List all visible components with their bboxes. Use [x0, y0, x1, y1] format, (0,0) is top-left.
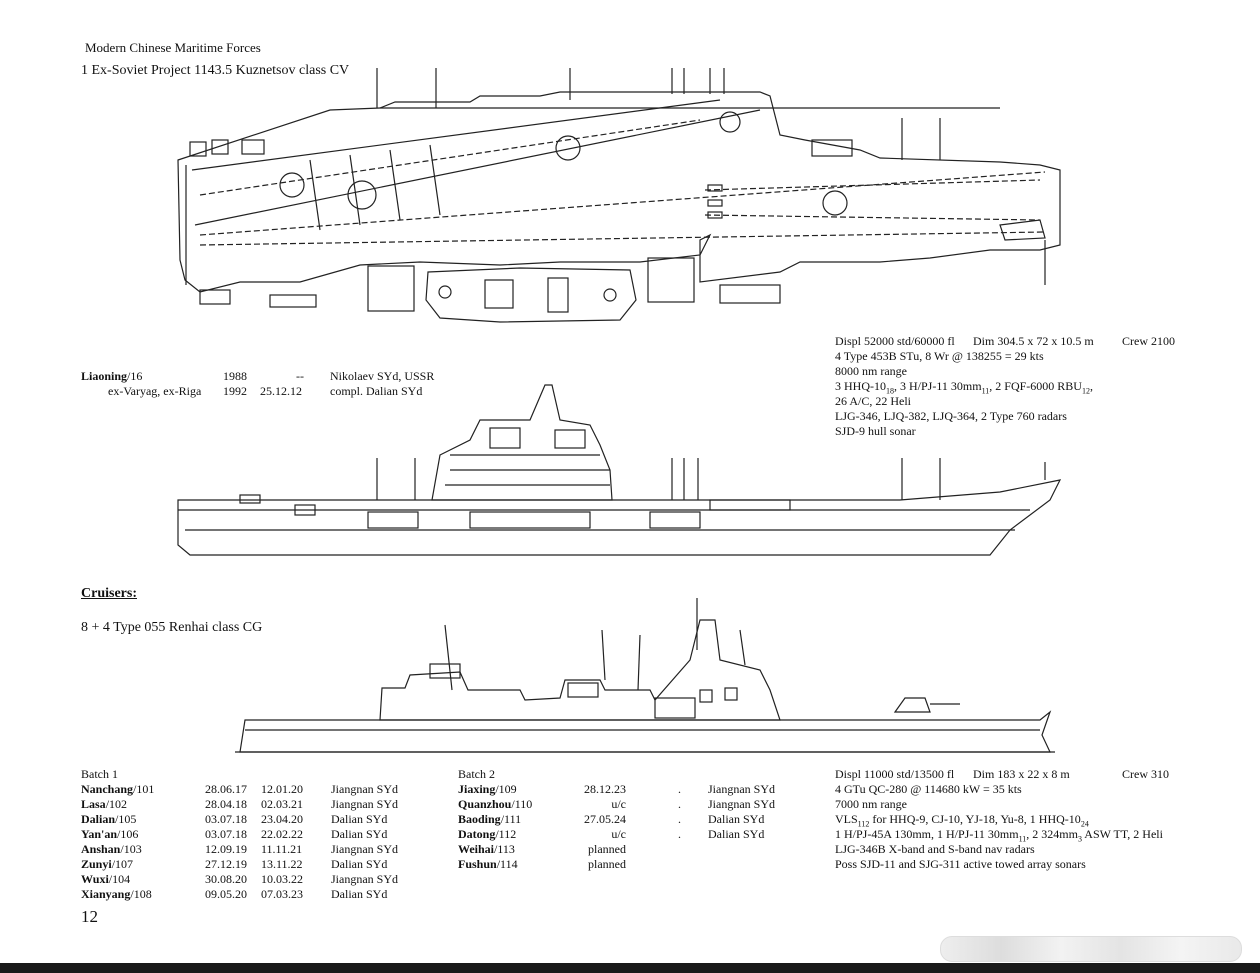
- carrier-class-title: 1 Ex-Soviet Project 1143.5 Kuznetsov cla…: [81, 63, 350, 78]
- carrier-range: 8000 nm range: [835, 364, 907, 378]
- batch2-label: Batch 2: [458, 767, 495, 781]
- ship-pennant: /16: [127, 369, 143, 383]
- scroll-handle[interactable]: [940, 936, 1242, 962]
- cruiser-ship-name: Dalian/105: [81, 812, 137, 826]
- cruiser-ship-laid: 28.12.23: [584, 782, 626, 796]
- cruiser-ship-name: Weihai/113: [458, 842, 515, 856]
- cruiser-ship-commission: 07.03.23: [261, 887, 303, 901]
- cruiser-ship-yard: Jiangnan SYd: [708, 797, 775, 811]
- cruiser-ship-yard: Jiangnan SYd: [708, 782, 775, 796]
- ship-commission: --: [296, 369, 304, 383]
- carrier-ship-row: Liaoning/16: [81, 369, 142, 384]
- batch1-label: Batch 1: [81, 767, 118, 781]
- cruiser-ship-commission: .: [678, 797, 681, 811]
- cruiser-ship-commission: 13.11.22: [261, 857, 303, 871]
- cruiser-ship-yard: Dalian SYd: [708, 827, 765, 841]
- carrier-propulsion: 4 Type 453B STu, 8 Wr @ 138255 = 29 kts: [835, 349, 1044, 363]
- cruiser-ship-laid: 03.07.18: [205, 827, 247, 841]
- cruiser-range: 7000 nm range: [835, 797, 907, 811]
- cruiser-ship-name: Jiaxing/109: [458, 782, 517, 796]
- cruiser-ship-commission: 11.11.21: [261, 842, 303, 856]
- cruiser-ship-laid: 27.05.24: [584, 812, 626, 826]
- cruiser-ship-yard: Jiangnan SYd: [331, 872, 398, 886]
- carrier-radars: LJG-346, LJQ-382, LJQ-364, 2 Type 760 ra…: [835, 409, 1067, 423]
- cruiser-ship-name: Fushun/114: [458, 857, 518, 871]
- page-number: 12: [81, 907, 98, 926]
- cruiser-ship-commission: 12.01.20: [261, 782, 303, 796]
- cruiser-vls: VLS112 for HHQ-9, CJ-10, YJ-18, Yu-8, 1 …: [835, 812, 1089, 829]
- carrier-profile-drawing: [177, 384, 1062, 556]
- cruiser-ship-commission: 02.03.21: [261, 797, 303, 811]
- cruiser-ship-commission: .: [678, 812, 681, 826]
- cruiser-ship-yard: Jiangnan SYd: [331, 797, 398, 811]
- cruiser-ship-laid: 03.07.18: [205, 812, 247, 826]
- cruiser-crew: Crew 310: [1122, 767, 1169, 781]
- cruiser-propulsion: 4 GTu QC-280 @ 114680 kW = 35 kts: [835, 782, 1022, 796]
- cruiser-ship-laid: 27.12.19: [205, 857, 247, 871]
- ship-year: 1988: [223, 369, 247, 383]
- ship-yard: Nikolaev SYd, USSR: [330, 369, 435, 383]
- section-header: Modern Chinese Maritime Forces: [85, 40, 261, 55]
- cruiser-ship-yard: Jiangnan SYd: [331, 842, 398, 856]
- ship-year: 1992: [223, 384, 247, 398]
- cruiser-ship-name: Datong/112: [458, 827, 517, 841]
- cruiser-ship-commission: .: [678, 782, 681, 796]
- carrier-armament: 3 HHQ-1018, 3 H/PJ-11 30mm11, 2 FQF-6000…: [835, 379, 1093, 396]
- cruiser-ship-name: Zunyi/107: [81, 857, 134, 871]
- cruiser-ship-commission: 23.04.20: [261, 812, 303, 826]
- cruiser-ship-laid: planned: [588, 842, 626, 856]
- cruiser-ship-name: Anshan/103: [81, 842, 142, 856]
- cruiser-ship-yard: Dalian SYd: [331, 812, 388, 826]
- cruiser-ship-commission: 10.03.22: [261, 872, 303, 886]
- cruiser-class-title: 8 + 4 Type 055 Renhai class CG: [81, 620, 263, 635]
- ship-commission: 25.12.12: [260, 384, 302, 398]
- cruiser-ship-yard: Dalian SYd: [331, 887, 388, 901]
- cruiser-ship-name: Lasa/102: [81, 797, 128, 811]
- ship-yard: compl. Dalian SYd: [330, 384, 423, 398]
- cruiser-ship-commission: .: [678, 827, 681, 841]
- cruiser-ship-laid: 09.05.20: [205, 887, 247, 901]
- carrier-plan-drawing: [177, 68, 1061, 323]
- cruiser-ship-yard: Dalian SYd: [708, 812, 765, 826]
- carrier-aircraft: 26 A/C, 22 Heli: [835, 394, 912, 408]
- cruiser-ship-name: Baoding/111: [458, 812, 522, 826]
- cruiser-ship-name: Quanzhou/110: [458, 797, 533, 811]
- cruiser-ship-name: Yan'an/106: [81, 827, 139, 841]
- cruiser-ship-yard: Jiangnan SYd: [331, 782, 398, 796]
- cruiser-sonars: Poss SJD-11 and SJG-311 active towed arr…: [835, 857, 1086, 871]
- carrier-crew: Crew 2100: [1122, 334, 1175, 348]
- ship-name: Liaoning: [81, 369, 128, 383]
- section-heading-cruisers: Cruisers:: [81, 586, 137, 601]
- cruiser-ship-yard: Dalian SYd: [331, 827, 388, 841]
- carrier-sonar: SJD-9 hull sonar: [835, 424, 916, 438]
- cruiser-displacement: Displ 11000 std/13500 fl: [835, 767, 955, 781]
- carrier-dimensions: Dim 304.5 x 72 x 10.5 m: [973, 334, 1094, 348]
- cruiser-ship-commission: 22.02.22: [261, 827, 303, 841]
- cruiser-profile-drawing: [235, 598, 1055, 753]
- cruiser-ship-laid: 28.06.17: [205, 782, 247, 796]
- carrier-displacement: Displ 52000 std/60000 fl: [835, 334, 955, 348]
- cruiser-ship-name: Xianyang/108: [81, 887, 152, 901]
- cruiser-ship-laid: 12.09.19: [205, 842, 247, 856]
- bottom-bar: [0, 963, 1260, 973]
- cruiser-ship-laid: planned: [588, 857, 626, 871]
- cruiser-ship-name: Nanchang/101: [81, 782, 155, 796]
- cruiser-radars: LJG-346B X-band and S-band nav radars: [835, 842, 1035, 856]
- cruiser-ship-yard: Dalian SYd: [331, 857, 388, 871]
- cruiser-ship-laid: 30.08.20: [205, 872, 247, 886]
- cruiser-ship-name: Wuxi/104: [81, 872, 131, 886]
- cruiser-ship-laid: 28.04.18: [205, 797, 247, 811]
- cruiser-guns: 1 H/PJ-45A 130mm, 1 H/PJ-11 30mm11, 2 32…: [835, 827, 1163, 844]
- ship-former-names: ex-Varyag, ex-Riga: [108, 384, 202, 398]
- cruiser-ship-laid: u/c: [611, 797, 626, 811]
- cruiser-ship-laid: u/c: [611, 827, 626, 841]
- cruiser-dimensions: Dim 183 x 22 x 8 m: [973, 767, 1070, 781]
